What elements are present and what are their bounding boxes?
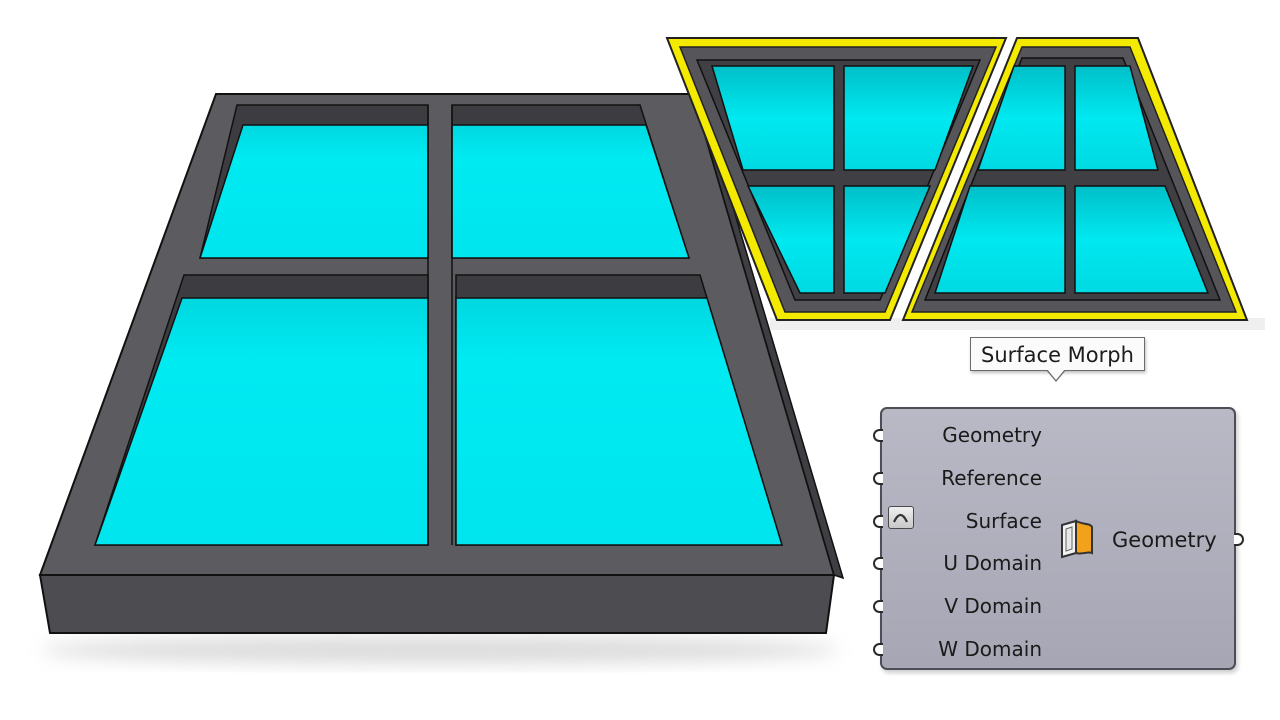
input-param-w-domain[interactable]: W Domain <box>873 631 1042 674</box>
input-grip[interactable] <box>873 429 883 442</box>
input-grip[interactable] <box>873 642 883 656</box>
input-grip[interactable] <box>873 600 883 614</box>
output-label-geometry: Geometry <box>1112 528 1217 552</box>
morphed-panels-model <box>665 37 1265 330</box>
input-param-u-domain[interactable]: U Domain <box>873 545 1042 588</box>
input-param-reference[interactable]: Reference <box>873 460 1042 503</box>
input-label: Surface <box>965 508 1042 533</box>
reparameterize-icon[interactable] <box>888 506 914 529</box>
tooltip-pointer <box>1046 369 1066 382</box>
component-tooltip: Surface Morph <box>970 337 1145 371</box>
output-grip[interactable] <box>1234 533 1244 546</box>
input-grip[interactable] <box>873 471 883 485</box>
surface-morph-icon <box>1061 519 1093 559</box>
reparameterize-glyph-icon <box>893 513 908 523</box>
input-label: V Domain <box>944 594 1042 619</box>
component-inputs: Geometry Reference Surface U Domain V Do… <box>873 417 1042 674</box>
input-label: U Domain <box>943 551 1042 576</box>
input-param-geometry[interactable]: Geometry <box>873 417 1042 460</box>
input-param-v-domain[interactable]: V Domain <box>873 588 1042 631</box>
input-label: W Domain <box>938 636 1042 661</box>
input-param-surface[interactable]: Surface <box>873 503 1042 546</box>
surface-morph-component[interactable]: Geometry Reference Surface U Domain V Do… <box>873 407 1244 670</box>
input-label: Geometry <box>942 423 1042 447</box>
input-label: Reference <box>941 465 1042 490</box>
input-grip[interactable] <box>873 557 883 571</box>
input-grip[interactable] <box>873 514 883 528</box>
window-frame-model <box>38 92 845 664</box>
